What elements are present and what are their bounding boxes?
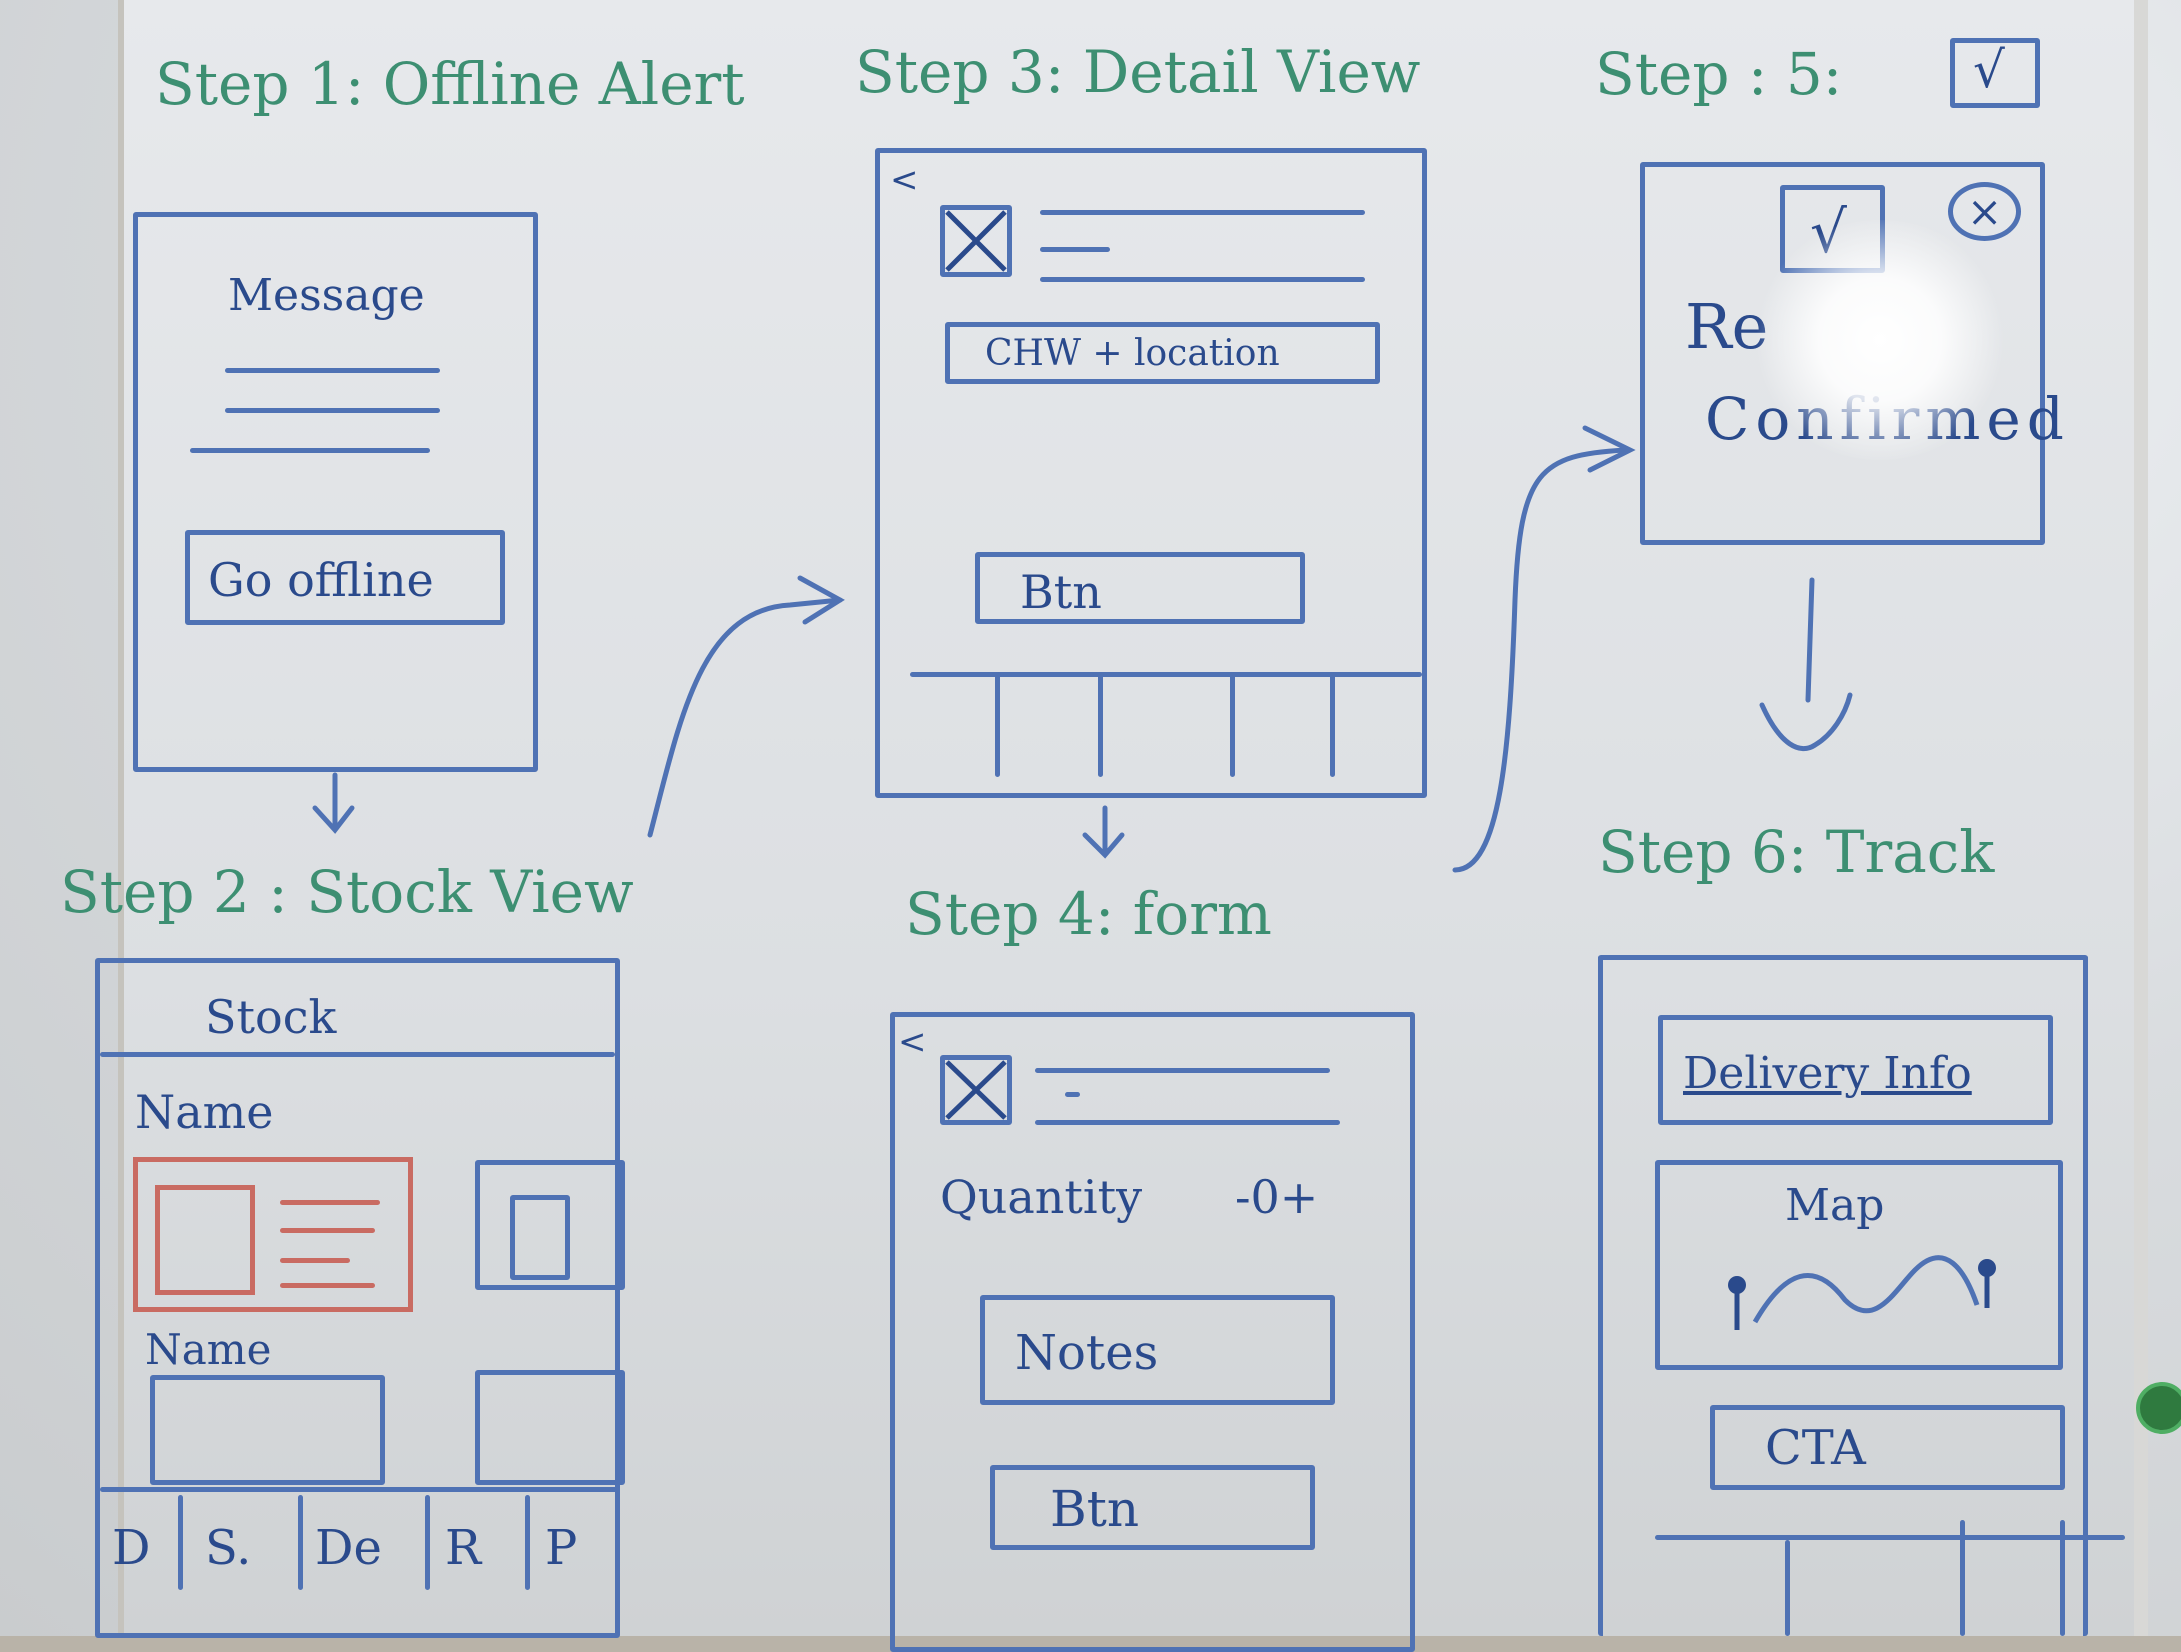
- map-label: Map: [1785, 1180, 1885, 1231]
- message-line: [225, 408, 440, 413]
- tab-divider: [1785, 1540, 1790, 1636]
- stock-card-line: [280, 1200, 380, 1205]
- step6-title: Step 6: Track: [1598, 818, 1995, 886]
- back-icon[interactable]: <: [898, 1022, 927, 1062]
- tab-r[interactable]: R: [445, 1520, 482, 1576]
- quantity-stepper[interactable]: -0+: [1235, 1170, 1319, 1224]
- message-title: Message: [228, 270, 425, 321]
- step3-title: Step 3: Detail View: [855, 38, 1421, 106]
- tab-divider: [178, 1495, 183, 1590]
- tab-divider: [1098, 672, 1103, 777]
- delivery-info-field: Delivery Info: [1658, 1015, 2053, 1125]
- step5-screen: [1640, 162, 2045, 545]
- cta-button[interactable]: CTA: [1710, 1405, 2065, 1490]
- stock-card-line: [280, 1283, 375, 1288]
- map-panel[interactable]: Map: [1655, 1160, 2063, 1370]
- form-line: [1035, 1068, 1330, 1073]
- tab-bar-top: [1655, 1535, 2125, 1540]
- stock-card[interactable]: [475, 1370, 625, 1485]
- tab-divider: [1330, 672, 1335, 777]
- step6-screen: [1598, 955, 2088, 1636]
- detail-line: [1040, 210, 1365, 215]
- tab-divider: [2060, 1520, 2065, 1636]
- image-placeholder-icon: [940, 205, 1012, 277]
- close-icon[interactable]: ×: [1948, 182, 2022, 241]
- step3-button-label: Btn: [1020, 565, 1102, 619]
- tab-divider: [1230, 672, 1235, 777]
- detail-line: [1040, 277, 1365, 282]
- delivery-info-label: Delivery Info: [1683, 1048, 1972, 1099]
- stock-card-image: [155, 1185, 255, 1295]
- stock-name-1: Name: [135, 1085, 274, 1139]
- image-placeholder-icon: [940, 1055, 1012, 1125]
- tab-d[interactable]: D: [112, 1520, 151, 1576]
- stock-header: Stock: [205, 990, 337, 1044]
- stock-card-selected[interactable]: [133, 1157, 413, 1312]
- magnet: [2136, 1382, 2181, 1434]
- stock-header-divider: [100, 1052, 615, 1057]
- tab-divider: [298, 1495, 303, 1590]
- go-offline-label: Go offline: [208, 553, 434, 607]
- message-line: [190, 448, 430, 453]
- step3-button[interactable]: Btn: [975, 552, 1305, 624]
- tab-divider: [995, 672, 1000, 777]
- notes-placeholder: Notes: [1015, 1325, 1159, 1381]
- stock-card-line: [280, 1258, 350, 1263]
- tab-bar-top: [100, 1487, 620, 1492]
- light-glare: [1750, 220, 2010, 460]
- step2-title: Step 2 : Stock View: [60, 858, 634, 926]
- back-icon[interactable]: <: [890, 160, 919, 200]
- stock-name-2: Name: [145, 1325, 272, 1374]
- tab-bar-top: [910, 672, 1422, 677]
- tab-p[interactable]: P: [545, 1520, 578, 1576]
- chw-location-label: CHW + location: [985, 333, 1280, 374]
- arrow-step4-to-step5: [1452, 447, 1628, 873]
- step5-check-box: √: [1950, 38, 2040, 108]
- route-icon: [1728, 1255, 1996, 1330]
- arrow-step5-to-step6: [1805, 577, 1815, 703]
- go-offline-button[interactable]: Go offline: [185, 530, 505, 625]
- tab-de[interactable]: De: [315, 1520, 382, 1576]
- stock-card[interactable]: [475, 1160, 625, 1290]
- step3-screen: [875, 148, 1427, 798]
- tab-s[interactable]: S.: [205, 1520, 252, 1576]
- step1-screen: [133, 212, 538, 772]
- tab-divider: [425, 1495, 430, 1590]
- form-line: [1035, 1120, 1340, 1125]
- stock-card[interactable]: [150, 1375, 385, 1485]
- step1-title: Step 1: Offline Alert: [155, 50, 745, 118]
- message-line: [225, 368, 440, 373]
- step4-title: Step 4: form: [905, 880, 1272, 948]
- step4-button[interactable]: Btn: [990, 1465, 1315, 1550]
- detail-line: [1040, 247, 1110, 252]
- stock-card-image: [510, 1195, 570, 1280]
- step5-title: Step : 5:: [1595, 40, 1843, 108]
- notes-field[interactable]: Notes: [980, 1295, 1335, 1405]
- chw-location-field: CHW + location: [945, 322, 1380, 384]
- quantity-label: Quantity: [940, 1170, 1143, 1224]
- step4-button-label: Btn: [1050, 1480, 1140, 1538]
- form-line: [1065, 1092, 1080, 1097]
- tab-divider: [525, 1495, 530, 1590]
- cta-label: CTA: [1765, 1420, 1866, 1476]
- stock-card-line: [280, 1228, 375, 1233]
- tab-divider: [1960, 1520, 1965, 1636]
- arrow-step2-to-step3: [647, 597, 843, 838]
- check-icon: √: [1973, 41, 2005, 99]
